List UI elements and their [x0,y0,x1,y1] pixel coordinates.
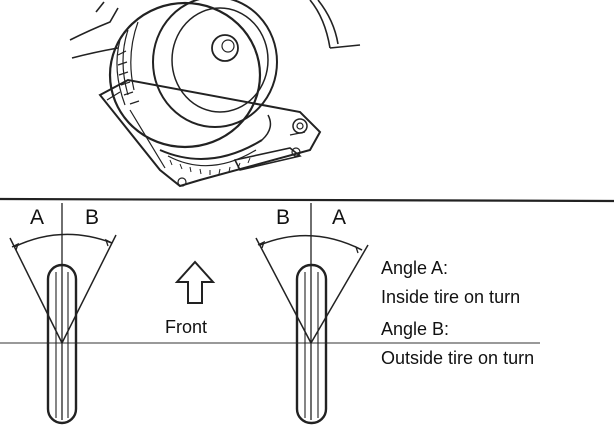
front-label: Front [165,317,207,337]
right-angle-a-label: A [332,206,346,229]
left-tire [46,263,78,425]
angle-b-title: Angle B: [381,319,449,339]
wheel-on-turntable-illustration [69,0,361,188]
right-tire [295,263,328,425]
angle-a-description: Inside tire on turn [381,287,520,307]
angle-a-title: Angle A: [381,258,448,278]
angle-b-description: Outside tire on turn [381,348,534,368]
left-wheel-diagram [9,203,117,425]
right-wheel-diagram [255,203,369,425]
left-angle-a-label: A [30,206,44,229]
section-divider [0,197,614,203]
right-angle-b-label: B [276,206,290,229]
front-arrow-icon [174,260,216,304]
left-angle-b-label: B [85,206,99,229]
